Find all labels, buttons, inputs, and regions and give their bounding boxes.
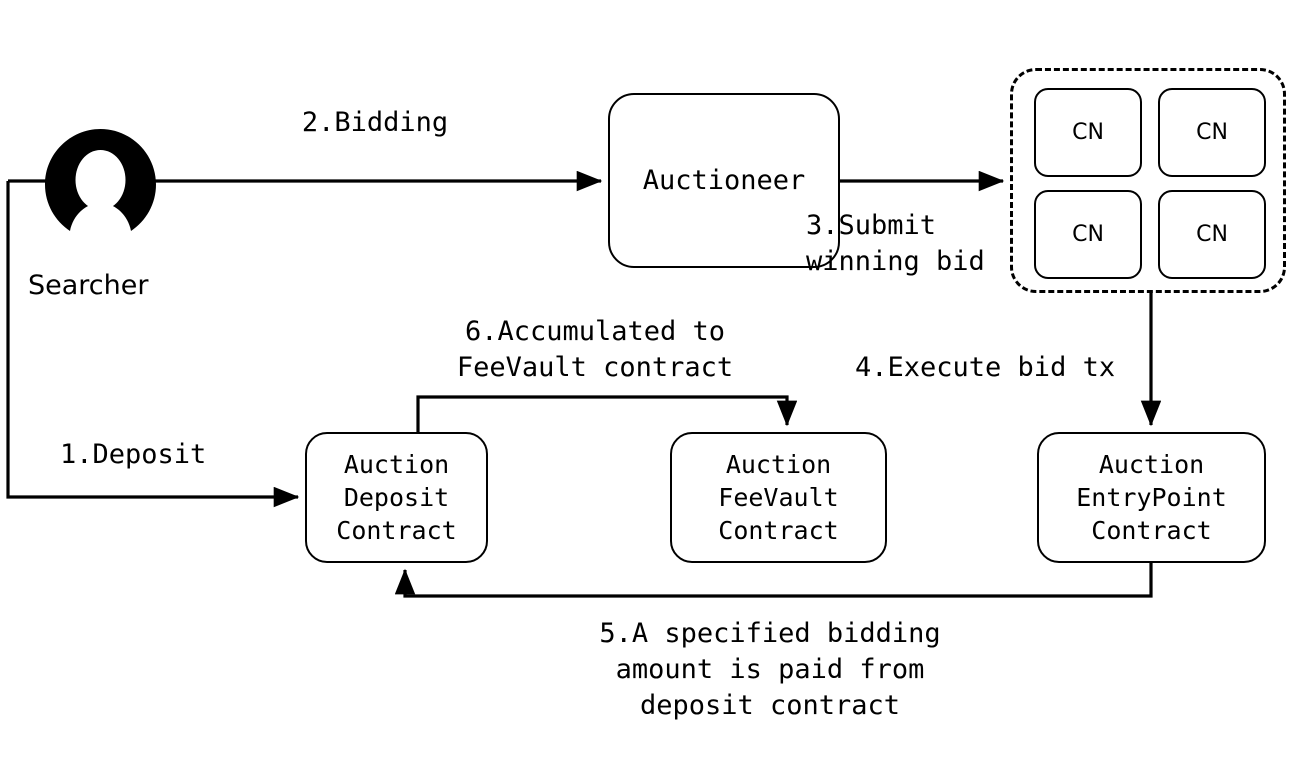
cn-box[interactable]: CN: [1034, 88, 1142, 177]
auctioneer-node[interactable]: Auctioneer: [608, 93, 840, 268]
edge-1-path: [6, 181, 300, 508]
edge-5-label: 5.A specified bidding amount is paid fro…: [599, 618, 941, 722]
edge-5-path: [394, 563, 1153, 598]
auction-entrypoint-contract-node[interactable]: Auction EntryPoint Contract: [1037, 432, 1266, 563]
edge-3-label: 3.Submit winning bid: [806, 210, 985, 278]
edge-2-label: 2.Bidding: [301, 107, 449, 138]
searcher-label: Searcher: [28, 270, 149, 301]
cn-box[interactable]: CN: [1158, 88, 1266, 177]
cn-box[interactable]: CN: [1158, 190, 1266, 279]
edge-4-label: 4.Execute bid tx: [855, 352, 1116, 383]
cn-box[interactable]: CN: [1034, 190, 1142, 279]
auction-feevault-contract-node[interactable]: Auction FeeVault Contract: [670, 432, 887, 563]
edge-6-label: 6.Accumulated to FeeVault contract: [456, 316, 734, 384]
edge-1-label: 1.Deposit: [60, 439, 207, 470]
auction-deposit-contract-node[interactable]: Auction Deposit Contract: [305, 432, 488, 563]
edge-6-path: [416, 395, 798, 432]
person-icon: [45, 129, 156, 231]
